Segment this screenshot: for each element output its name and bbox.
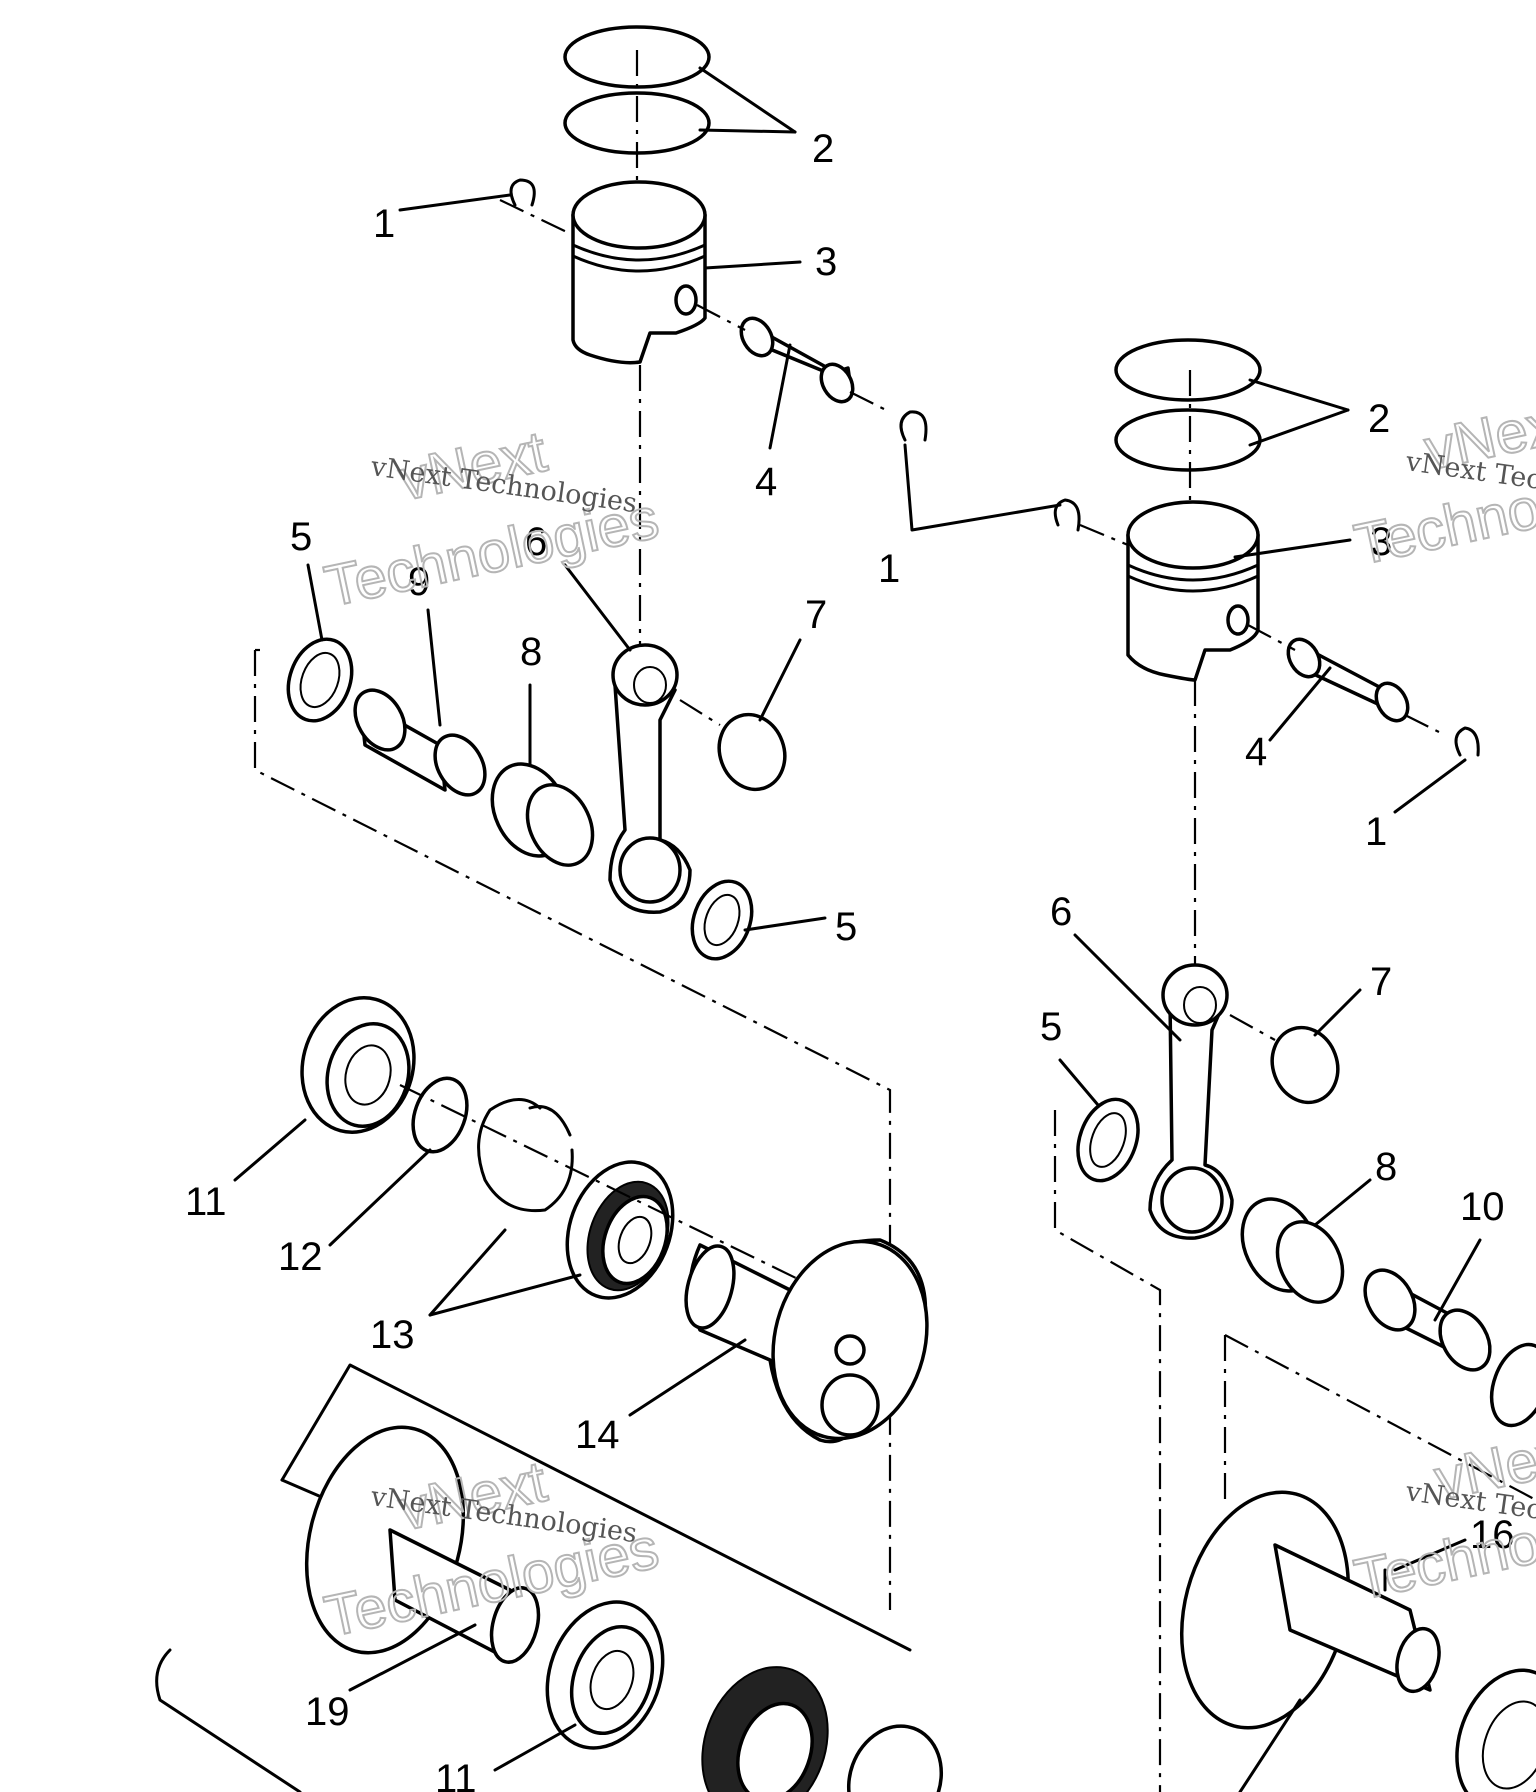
main-bearing-right-lower [1455,1668,1536,1792]
callout-5-lower-left: 5 [835,905,857,949]
needle-bearing-right-small [1270,1025,1340,1105]
callout-6-right: 6 [1050,890,1072,934]
callout-6-left: 6 [525,520,547,564]
piston-right [1126,533,1260,682]
right-lower-crank [1179,1490,1536,1792]
callout-3-left: 3 [815,240,837,284]
circlip-left-pin [899,410,928,442]
callout-2-right: 2 [1368,397,1390,441]
callout-3-right: 3 [1370,520,1392,564]
callout-9: 9 [408,560,430,604]
callout-labels: 2 1 3 4 1 2 3 4 1 5 9 6 8 7 5 6 7 5 8 10… [185,127,1515,1792]
thrust-washer-left-lower [690,879,754,961]
piston-left [571,213,707,365]
watermark-right-bottom: vNext Technologies vNext Technologies [1348,1417,1536,1613]
crank-shaft-right [1273,1543,1432,1692]
snap-ring-13 [477,1098,574,1213]
callout-19: 19 [305,1690,350,1734]
left-crank-assembly [300,996,929,1444]
thrust-washer-right-edge [1489,1342,1536,1428]
left-lower-crank [155,1363,944,1792]
callout-13: 13 [370,1313,415,1357]
callout-16: 16 [1470,1513,1515,1557]
callout-5-top-left: 5 [290,515,312,559]
circlip-right-pin [1454,726,1480,757]
end-bearing-lower [846,1724,944,1792]
callout-7-left: 7 [805,593,827,637]
piston-crown-left [571,180,707,250]
callout-11-upper: 11 [185,1180,227,1224]
piston-pin-boss-right [1226,604,1250,636]
callout-5-right: 5 [1040,1005,1062,1049]
piston-ring-lower-right [1114,408,1262,472]
callout-1-left: 1 [373,202,395,246]
callout-4-right: 4 [1245,730,1267,774]
leader-lines [233,66,1482,1792]
seal-ring-12 [411,1076,469,1154]
thrust-washer-left-upper [286,637,354,723]
piston-crown-right [1126,500,1260,570]
callout-1-middle: 1 [878,547,900,591]
callout-7-right: 7 [1370,960,1392,1004]
callout-10: 10 [1460,1185,1505,1229]
callout-2-left: 2 [812,127,834,171]
callout-11-lower: 11 [435,1757,477,1792]
callout-12: 12 [278,1235,323,1279]
callout-14: 14 [575,1413,620,1457]
callout-4-left: 4 [755,460,777,504]
right-piston-assembly [1053,338,1536,1792]
callout-8-left: 8 [520,630,542,674]
piston-pin-boss-left [674,284,698,316]
circlip-left-top [509,178,536,207]
left-piston-assembly [253,25,928,1610]
thrust-washer-right [1076,1097,1140,1183]
callout-1-right: 1 [1365,810,1387,854]
needle-bearing-left-small [717,712,787,792]
watermark-top: vNext Technologies vNext Technologies [318,418,665,621]
circlip-right-top [1053,498,1081,532]
piston-ring-upper-right [1114,338,1262,402]
callout-8-right: 8 [1375,1145,1397,1189]
